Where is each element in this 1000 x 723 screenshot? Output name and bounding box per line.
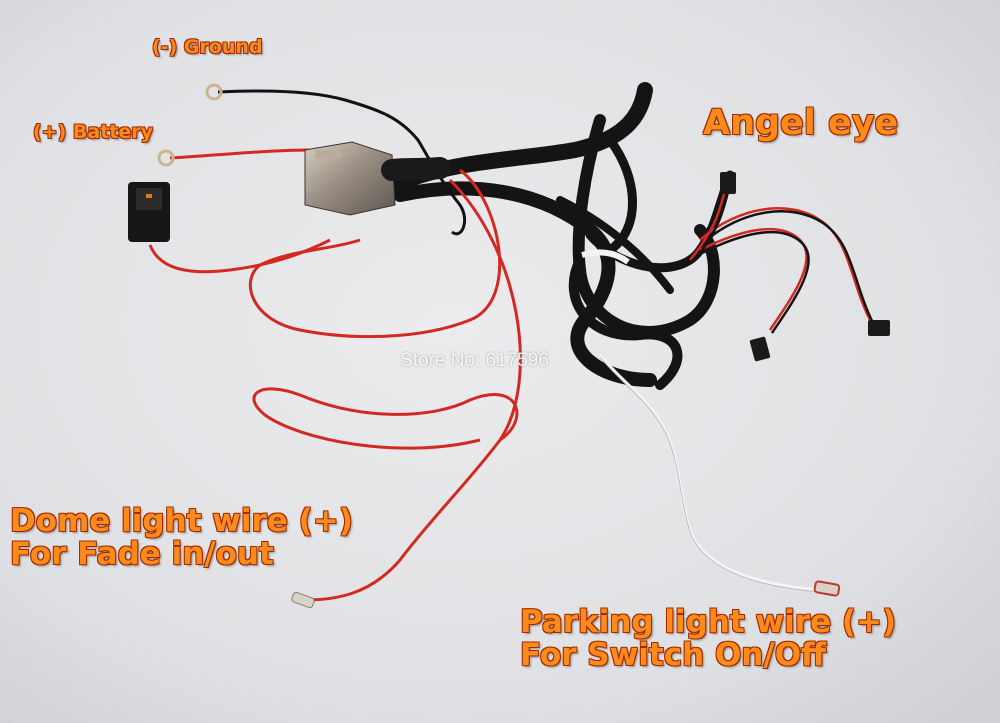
angel-eye-label: Angel eye [703, 103, 899, 143]
relay-block [304, 141, 396, 216]
angel-eye-connector-1 [720, 172, 736, 194]
ground-wire [217, 89, 466, 236]
dome-light-label-line2: For Fade in/out [10, 535, 274, 572]
parking-light-label-line1: Parking light wire (+) [520, 604, 897, 640]
dome-light-wire [304, 178, 522, 602]
store-watermark: Store No: 617596 [400, 350, 549, 371]
parking-light-wire-shadow [599, 356, 821, 593]
ground-label: (-) Ground [152, 36, 263, 58]
rocker-switch [128, 182, 170, 242]
angel-eye-leads [689, 189, 875, 334]
ground-ring-terminal [205, 83, 223, 101]
battery-wire [169, 148, 311, 160]
dome-light-loop [252, 387, 519, 450]
parking-light-label-line2: For Switch On/Off [520, 636, 827, 673]
angel-eye-connector-3 [868, 320, 890, 336]
dome-light-label: Dome light wire (+) For Fade in/out [10, 505, 353, 570]
battery-label: (+) Battery [33, 121, 154, 143]
cable-tie [581, 249, 630, 265]
parking-light-terminal [813, 580, 841, 597]
dome-light-terminal [291, 591, 315, 609]
angel-eye-connector-2 [749, 336, 771, 362]
battery-ring-terminal [157, 149, 175, 167]
relay-sleeve [381, 157, 451, 181]
dome-light-label-line1: Dome light wire (+) [10, 503, 353, 539]
red-loop-wire [249, 168, 502, 339]
parking-light-label: Parking light wire (+) For Switch On/Off [520, 606, 896, 671]
